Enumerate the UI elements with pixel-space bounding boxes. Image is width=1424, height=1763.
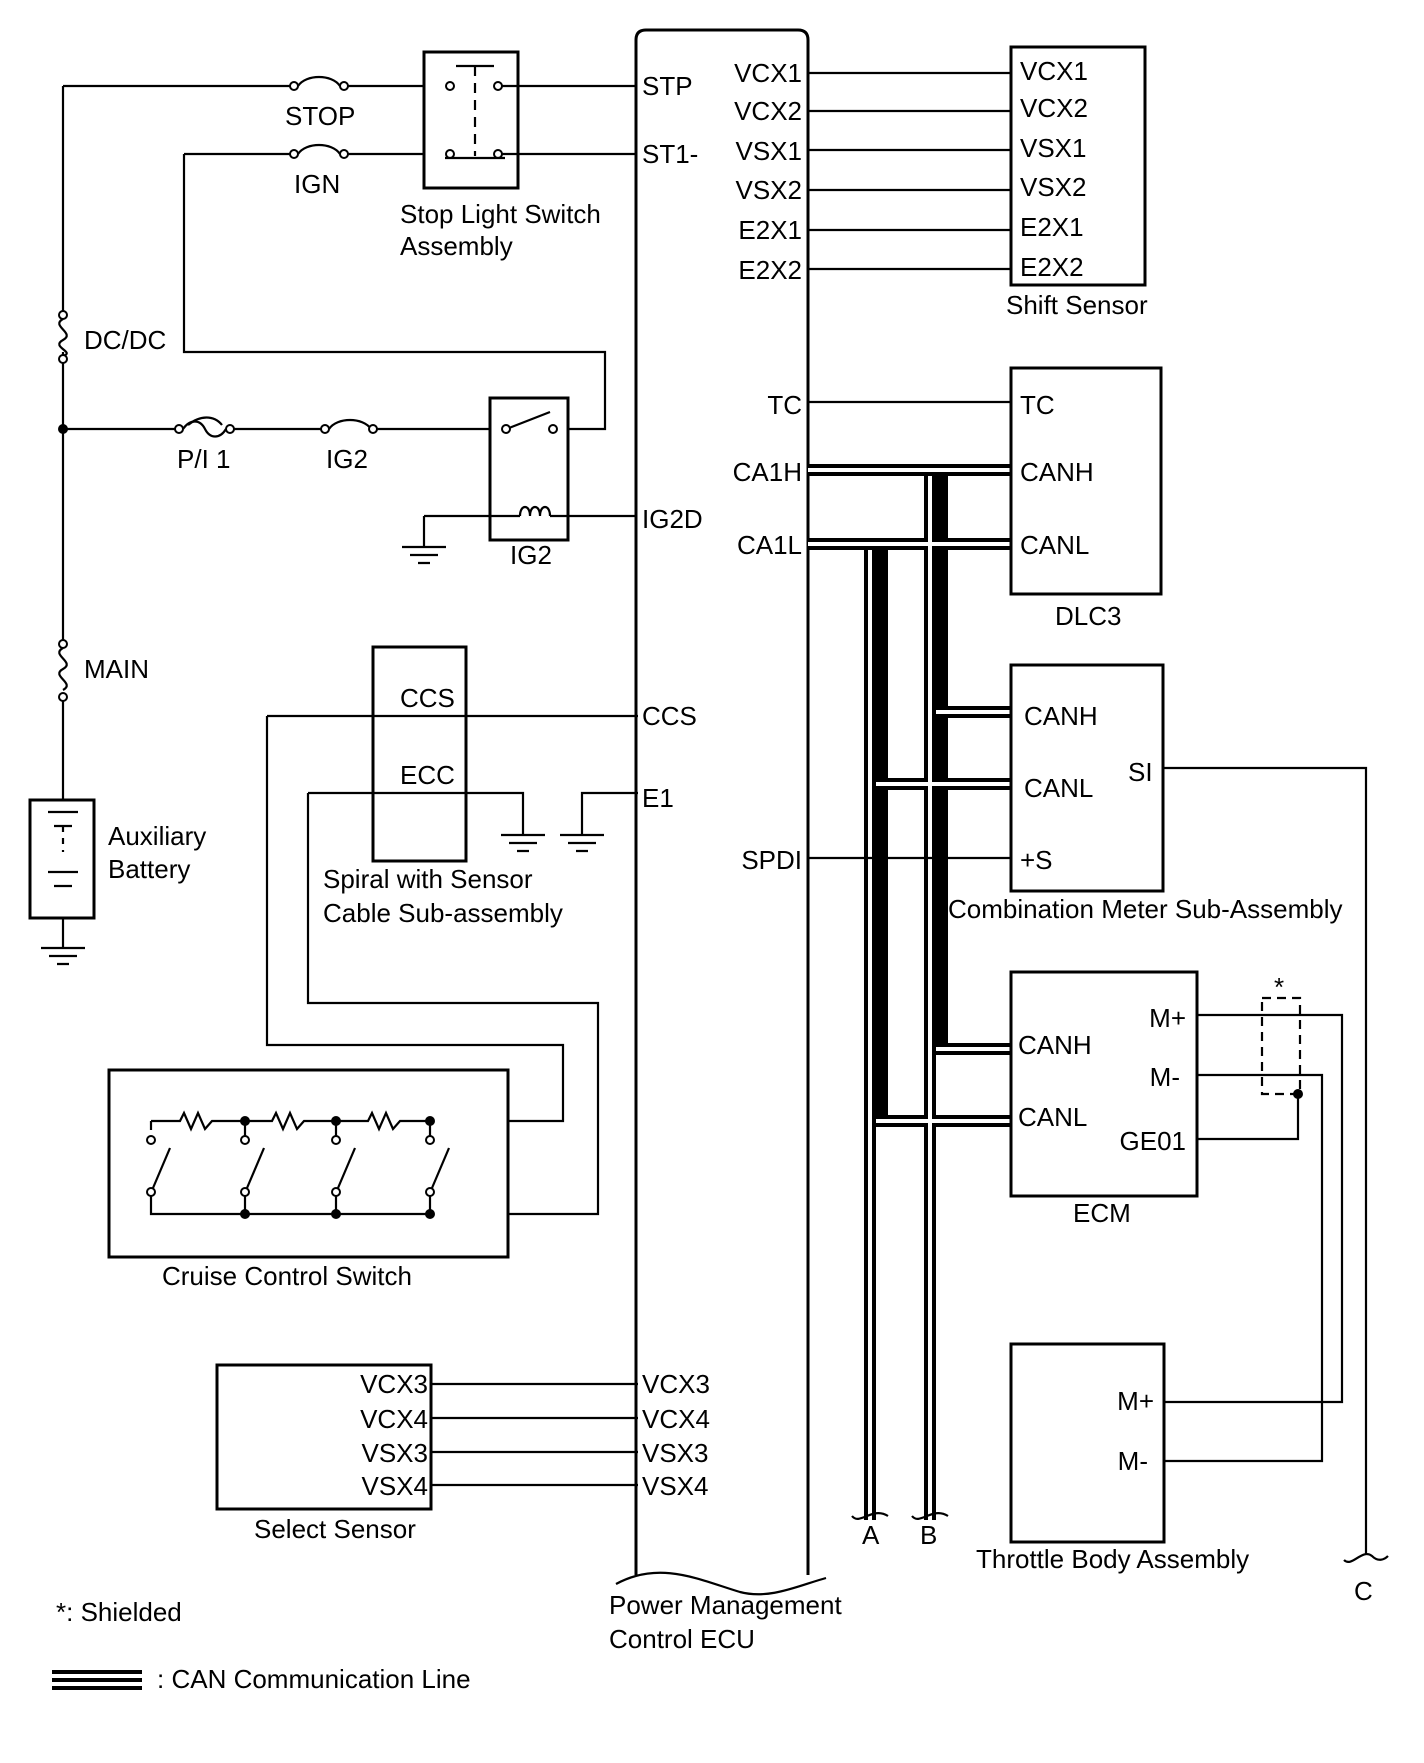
ecm-pin-m-plus: M+ [1149, 1003, 1186, 1033]
fuse-label-stop: STOP [285, 101, 355, 131]
pi1-fuse: P/I 1 [174, 416, 235, 474]
shift-sensor-label: Shift Sensor [1006, 290, 1148, 320]
fuse-label-dcdc: DC/DC [84, 325, 166, 355]
legend-can-line-symbol [52, 1670, 142, 1690]
combination-meter-pin-canh: CANH [1024, 701, 1098, 731]
ecu-pin-ccs: CCS [642, 701, 697, 731]
connector-a: A [862, 1520, 880, 1550]
select-sensor-label: Select Sensor [254, 1514, 416, 1544]
ecu-pin-ca1l: CA1L [737, 530, 802, 560]
combination-meter-pin-canl: CANL [1024, 773, 1093, 803]
ecu-pin-e2x1: E2X1 [738, 215, 802, 245]
shift-sensor-pin-vsx1: VSX1 [1020, 133, 1087, 163]
ecu-pin-ca1h: CA1H [733, 457, 802, 487]
ecu-pin-tc: TC [767, 390, 802, 420]
dlc3-pin-tc: TC [1020, 390, 1055, 420]
combination-meter-pin-si: SI [1128, 757, 1153, 787]
fuse-label-main: MAIN [84, 654, 149, 684]
main-fuse: MAIN [58, 639, 149, 702]
connector-b: B [920, 1520, 937, 1550]
shift-sensor-pin-vcx2: VCX2 [1020, 93, 1088, 123]
ecm-pin-canl: CANL [1018, 1102, 1087, 1132]
legend-can-line: : CAN Communication Line [157, 1664, 471, 1694]
ecu-title-line1: Power Management [609, 1590, 842, 1620]
battery-label-line2: Battery [108, 854, 190, 884]
dlc3: TC CANH CANL DLC3 [808, 366, 1163, 631]
stop-fuse: STOP [285, 75, 355, 131]
dlc3-pin-canl: CANL [1020, 530, 1089, 560]
spiral-pin-ccs: CCS [400, 683, 455, 713]
shift-sensor-pin-e2x1: E2X1 [1020, 212, 1084, 242]
cruise-switch-label: Cruise Control Switch [162, 1261, 412, 1291]
select-sensor-pin-vsx4: VSX4 [362, 1471, 429, 1501]
auxiliary-battery: Auxiliary Battery [28, 798, 206, 966]
spiral-label-line2: Cable Sub-assembly [323, 898, 563, 928]
ecu-pin-vsx4: VSX4 [642, 1471, 709, 1501]
ecu-pin-e2x2: E2X2 [738, 255, 802, 285]
relay-label-ig2: IG2 [510, 540, 552, 570]
cruise-control-switch: Cruise Control Switch [107, 1068, 510, 1291]
ecu-pin-vcx4: VCX4 [642, 1404, 710, 1434]
ecu-pin-spdi: SPDI [741, 845, 802, 875]
can-communication-lines: A B [808, 464, 1011, 1550]
shift-sensor-pin-vcx1: VCX1 [1020, 56, 1088, 86]
shift-sensor-pin-e2x2: E2X2 [1020, 252, 1084, 282]
connector-c: C [1354, 1576, 1373, 1606]
ecu-pin-vcx1: VCX1 [734, 58, 802, 88]
ecu-pin-vsx3: VSX3 [642, 1438, 709, 1468]
ecu-pin-vsx2: VSX2 [736, 175, 803, 205]
stop-light-switch-label-2: Assembly [400, 231, 513, 261]
fuse-label-ign: IGN [294, 169, 340, 199]
ecm: CANH CANL M+ M- GE01 ECM * [1009, 970, 1344, 1463]
ecu-pin-vsx1: VSX1 [736, 136, 803, 166]
fuse-label-ig2: IG2 [326, 444, 368, 474]
ecm-pin-m-minus: M- [1150, 1062, 1180, 1092]
ecm-label: ECM [1073, 1198, 1131, 1228]
dlc3-label: DLC3 [1055, 601, 1121, 631]
ecu-pin-ig2d: IG2D [642, 504, 703, 534]
shift-sensor-pin-vsx2: VSX2 [1020, 172, 1087, 202]
ecm-pin-canh: CANH [1018, 1030, 1092, 1060]
dcdc-fuse: DC/DC [58, 310, 166, 364]
legend: *: Shielded : CAN Communication Line [52, 1597, 471, 1694]
throttle-body-pin-m-minus: M- [1118, 1446, 1148, 1476]
select-sensor: VCX3 VCX4 VSX3 VSX4 Select Sensor [215, 1363, 638, 1544]
throttle-body-label: Throttle Body Assembly [976, 1544, 1249, 1574]
combination-meter: CANH CANL +S SI Combination Meter Sub-As… [808, 663, 1389, 1606]
throttle-body: M+ M- Throttle Body Assembly [976, 1342, 1249, 1574]
dlc3-pin-canh: CANH [1020, 457, 1094, 487]
spiral-pin-ecc: ECC [400, 760, 455, 790]
stop-light-switch-label-1: Stop Light Switch [400, 199, 601, 229]
spiral-cable: CCS ECC Spiral with Sensor Cable Sub-ass… [265, 645, 638, 1216]
combination-meter-pin-plus-s: +S [1020, 845, 1053, 875]
combination-meter-label: Combination Meter Sub-Assembly [948, 894, 1343, 924]
battery-label-line1: Auxiliary [108, 821, 206, 851]
power-management-ecu: Power Management Control ECU STP ST1- IG… [609, 28, 842, 1654]
ecu-pin-st1: ST1- [642, 139, 698, 169]
shield-marker: * [1274, 972, 1284, 1002]
ecu-title-line2: Control ECU [609, 1624, 755, 1654]
ecu-pin-stp: STP [642, 71, 693, 101]
fuse-label-pi1: P/I 1 [177, 444, 230, 474]
spiral-label-line1: Spiral with Sensor [323, 864, 533, 894]
select-sensor-pin-vcx4: VCX4 [360, 1404, 428, 1434]
ig2-fuse: IG2 [320, 418, 378, 474]
stop-light-switch: Stop Light Switch Assembly [400, 50, 638, 261]
ig2-relay: IG2 [402, 396, 638, 570]
ecu-pin-vcx2: VCX2 [734, 96, 802, 126]
power-supply-circuit: DC/DC MAIN STOP IGN P/I 1 [28, 75, 607, 966]
ecu-pin-vcx3: VCX3 [642, 1369, 710, 1399]
ign-fuse: IGN [289, 143, 349, 199]
ecm-pin-ge01: GE01 [1120, 1126, 1187, 1156]
shift-sensor: VCX1 VCX2 VSX1 VSX2 E2X1 E2X2 Shift Sens… [808, 45, 1148, 320]
select-sensor-pin-vcx3: VCX3 [360, 1369, 428, 1399]
select-sensor-pin-vsx3: VSX3 [362, 1438, 429, 1468]
ecu-pin-e1: E1 [642, 783, 674, 813]
legend-shielded: *: Shielded [56, 1597, 182, 1627]
throttle-body-pin-m-plus: M+ [1117, 1386, 1154, 1416]
